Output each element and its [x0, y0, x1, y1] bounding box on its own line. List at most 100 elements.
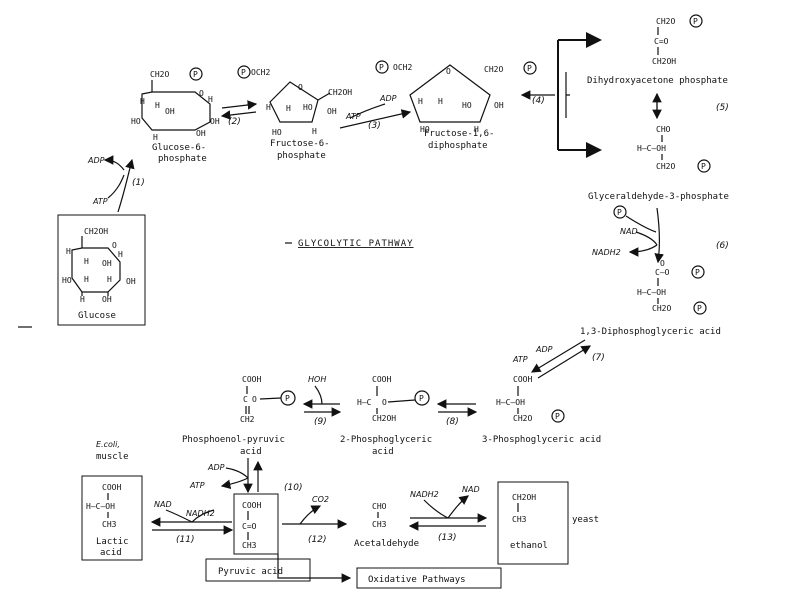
- step12-co2: CO2: [312, 495, 329, 504]
- step1-adp: ADP: [87, 156, 105, 165]
- svg-text:CH2O: CH2O: [656, 162, 675, 171]
- svg-text:CH2OH: CH2OH: [512, 493, 536, 502]
- svg-text:H—C—OH: H—C—OH: [637, 144, 666, 153]
- pg3-structure: COOH H—C—OH CH2O P: [496, 375, 565, 423]
- g6p-label-line1: Glucose-6-: [152, 143, 206, 153]
- acetaldehyde-structure: CHO CH3: [372, 502, 387, 529]
- ethanol-box: [497, 481, 569, 565]
- svg-text:COOH: COOH: [513, 375, 532, 384]
- svg-text:H: H: [107, 275, 112, 284]
- svg-text:CH2O: CH2O: [484, 65, 503, 74]
- step6-pi-curve: [625, 215, 657, 233]
- svg-text:CH2O: CH2O: [513, 414, 532, 423]
- step1-adp-arrow: [103, 155, 125, 171]
- step3-atp-curve: [349, 103, 386, 119]
- svg-text:OCH2: OCH2: [251, 68, 270, 77]
- step11-nadh2: NADH2: [186, 509, 215, 518]
- diagram-title: GLYCOLYTIC PATHWAY: [298, 239, 414, 249]
- svg-text:OH: OH: [165, 107, 175, 116]
- svg-text:CH2OH: CH2OH: [84, 227, 108, 236]
- svg-text:H: H: [84, 257, 89, 266]
- ethanol-structure: CH2OH CH3: [512, 493, 536, 524]
- step11-nad: NAD: [154, 500, 172, 509]
- step1-atp: ATP: [92, 197, 108, 206]
- svg-text:HO: HO: [420, 125, 430, 134]
- pep-label-line1: Phosphoenol-pyruvic: [182, 435, 285, 445]
- step2-number: (2): [228, 117, 241, 127]
- svg-text:CH2OH: CH2OH: [372, 414, 396, 423]
- step6-pi-circle: [613, 205, 627, 219]
- pg3-label: 3-Phosphoglyceric acid: [482, 435, 601, 445]
- svg-text:O: O: [660, 259, 665, 268]
- svg-text:P: P: [695, 268, 700, 277]
- pep-label-line2: acid: [240, 447, 262, 457]
- step7-arrow-back: [537, 345, 592, 379]
- svg-text:COOH: COOH: [242, 375, 261, 384]
- step7-adp: ADP: [535, 345, 553, 354]
- f6p-label-line2: phosphate: [277, 151, 326, 161]
- svg-text:OH: OH: [327, 107, 337, 116]
- step4-inner: [565, 72, 570, 118]
- step13-nad-curve: [447, 495, 469, 519]
- step13-nadh-curve: [423, 499, 449, 519]
- step9-number: (9): [314, 417, 327, 427]
- svg-text:COOH: COOH: [242, 501, 261, 510]
- step2-back: [220, 110, 257, 120]
- step10-number: (10): [284, 483, 302, 493]
- fbp-structure: P OCH2 O CH2O P H H HO OH HO H: [375, 60, 537, 134]
- step6-pi: P: [617, 208, 622, 217]
- step1-number: (1): [132, 178, 145, 188]
- svg-text:P: P: [701, 162, 706, 171]
- step3-adp: ADP: [379, 94, 397, 103]
- pyruvate-label: Pyruvic acid: [218, 567, 283, 577]
- step8-number: (8): [446, 417, 459, 427]
- svg-text:H—C—OH: H—C—OH: [637, 288, 666, 297]
- svg-text:HO: HO: [462, 101, 472, 110]
- step11-number: (11): [176, 535, 194, 545]
- svg-text:O: O: [199, 89, 204, 98]
- step13-nadh2: NADH2: [410, 490, 439, 499]
- note-yeast: yeast: [572, 515, 599, 525]
- svg-text:H: H: [84, 275, 89, 284]
- step6-nadh2: NADH2: [592, 248, 621, 257]
- svg-text:H: H: [80, 295, 85, 304]
- step7-arrow: [530, 339, 586, 373]
- svg-text:CH3: CH3: [512, 515, 527, 524]
- svg-text:P: P: [419, 394, 424, 403]
- svg-text:H: H: [266, 103, 271, 112]
- svg-text:C=O: C=O: [242, 522, 257, 531]
- svg-text:O: O: [252, 395, 257, 404]
- svg-text:H: H: [140, 97, 145, 106]
- fbp-label-line2: diphosphate: [428, 141, 488, 151]
- step1-atp-arrow: [107, 174, 125, 199]
- svg-text:H: H: [474, 125, 479, 134]
- step12-co2-curve: [299, 505, 322, 525]
- step6-number: (6): [716, 241, 729, 251]
- svg-text:O: O: [298, 83, 303, 92]
- g6p-label-line2: phosphate: [158, 154, 207, 164]
- oxidative-arrow: [277, 554, 352, 583]
- svg-text:CH3: CH3: [372, 520, 387, 529]
- svg-text:H: H: [153, 133, 158, 142]
- step6-nadh-curve: [628, 244, 658, 257]
- pyruvate-label-box: [205, 558, 311, 582]
- step3-arrow: [339, 109, 412, 129]
- svg-text:CH3: CH3: [242, 541, 257, 550]
- svg-text:CH2OH: CH2OH: [328, 88, 352, 97]
- svg-text:H: H: [438, 97, 443, 106]
- f6p-label-line1: Fructose-6-: [270, 139, 330, 149]
- note-ecoli-line1: E.coli,: [96, 440, 120, 449]
- glucose-structure: CH2OH O H H OH H HO OH H H H OH: [62, 227, 136, 304]
- svg-text:P: P: [379, 63, 384, 72]
- pg2-structure: COOH H—C O P CH2OH: [357, 375, 430, 423]
- f6p-structure: P OCH2 O CH2OH H H HO OH HO H: [237, 65, 352, 137]
- step10-atp-curve: [220, 477, 249, 490]
- svg-text:HO: HO: [303, 103, 313, 112]
- acetaldehyde-label: Acetaldehyde: [354, 539, 419, 549]
- pg2-label-line2: acid: [372, 447, 394, 457]
- step1-arrow: [117, 158, 135, 213]
- svg-text:H—C—OH: H—C—OH: [496, 398, 525, 407]
- svg-text:H—C: H—C: [357, 398, 372, 407]
